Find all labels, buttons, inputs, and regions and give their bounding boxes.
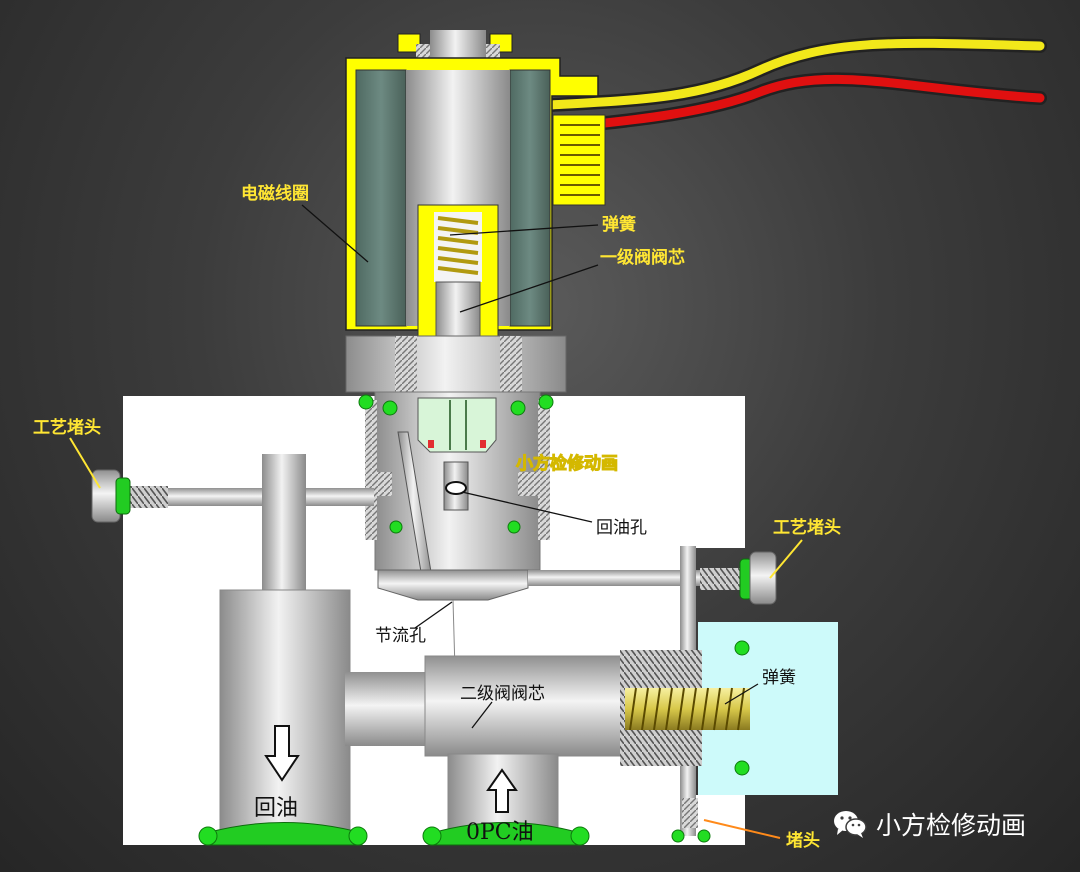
seal-dots (198, 394, 750, 846)
credit-text: 小方检修动画 (876, 811, 1027, 840)
return-oil-label: 回油 (254, 796, 299, 821)
throttle-hole-label: 节流孔 (375, 626, 426, 646)
left-plug-label: 工艺堵头 (33, 418, 101, 438)
flow-arrows (264, 725, 518, 813)
bottom-plug (682, 798, 698, 828)
return-hole (445, 481, 467, 495)
right-plug (700, 551, 777, 605)
main-spool (345, 650, 750, 846)
wechat-icon (834, 811, 867, 838)
leader-lines (69, 204, 803, 839)
return-flow-arrow (264, 725, 300, 782)
opc-flow-arrow (486, 768, 518, 813)
main-core-label: 二级阀阀芯 (460, 684, 545, 704)
lead-wires (543, 36, 1047, 135)
watermark: 小方检修动画 (516, 454, 619, 475)
right-plug-label: 工艺堵头 (773, 518, 841, 538)
pilot-body (365, 391, 550, 579)
bottom-plug-label: 堵头 (786, 831, 820, 851)
credit-badge: 小方检修动画 (832, 806, 1026, 842)
coil-label: 电磁线圈 (241, 184, 309, 204)
left-plug (91, 469, 168, 523)
pilot-core-label: 一级阀阀芯 (600, 248, 685, 268)
coil-nut (345, 335, 567, 393)
opc-oil-label: 0PC油 (466, 820, 534, 845)
top-spring-label: 弹簧 (602, 215, 636, 235)
right-spring-label: 弹簧 (762, 668, 796, 688)
return-chamber (205, 454, 363, 846)
return-hole-label: 回油孔 (596, 518, 647, 538)
pilot-stage (417, 204, 499, 394)
